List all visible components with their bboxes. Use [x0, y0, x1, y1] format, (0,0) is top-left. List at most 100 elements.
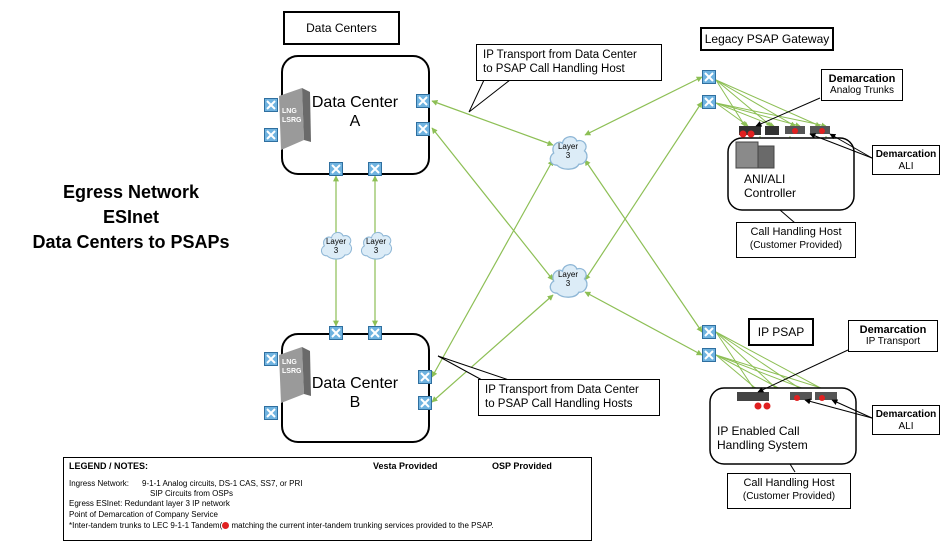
demarcation-points: [739, 128, 825, 410]
legend-row2: Egress ESInet: Redundant layer 3 IP netw…: [69, 499, 230, 508]
data-centers-header: Data Centers: [283, 11, 400, 45]
system-line: Handling System: [717, 438, 808, 452]
cloud-label: Layer 3: [361, 237, 391, 255]
demarcation-ali-legacy: Demarcation ALI: [872, 145, 940, 175]
port-icon: [702, 348, 716, 362]
title-line-2: ESInet: [102, 207, 159, 227]
port-icon: [264, 352, 278, 366]
callout-ip-transport-top: IP Transport from Data Center to PSAP Ca…: [476, 44, 662, 81]
cloud-label-line: Layer: [557, 270, 578, 279]
controller-icon: [757, 145, 775, 169]
cloud-label: Layer 3: [553, 270, 583, 288]
stack-top-label: LNG: [282, 359, 297, 366]
ip-psap-header: IP PSAP: [748, 318, 814, 346]
port-icon: [264, 406, 278, 420]
demarc-title: Demarcation: [859, 324, 927, 336]
host-line: Call Handling Host: [750, 226, 842, 238]
legend-col-osp: OSP Provided: [492, 461, 552, 471]
port-icon: [702, 325, 716, 339]
cloud-label-line: Layer: [557, 142, 578, 151]
data-center-a-label: Data Center A: [300, 93, 410, 131]
server-stack-icon: [279, 88, 311, 150]
ip-call-handling-host: Call Handling Host (Customer Provided): [727, 473, 851, 509]
port-icon: [418, 370, 432, 384]
legend-row3: Point of Demarcation of Company Service: [69, 510, 218, 519]
demarcation-arrows: [755, 97, 873, 473]
data-center-b-letter: B: [349, 394, 361, 411]
port-icon: [702, 95, 716, 109]
demarc-sub: Analog Trunks: [830, 85, 894, 96]
legend-row1-text: 9-1-1 Analog circuits, DS-1 CAS, SS7, or…: [142, 479, 303, 488]
legend-title: LEGEND / NOTES:: [69, 461, 149, 471]
legend-note-pre: *Inter-tandem trunks to LEC 9-1-1 Tandem…: [69, 521, 223, 530]
ip-call-handling-system-label: IP Enabled Call Handling System: [717, 424, 808, 452]
controller-icon: [735, 141, 759, 169]
cloud-label: Layer 3: [553, 142, 583, 160]
callout-pointers: [437, 79, 511, 381]
controller-line: Controller: [744, 186, 797, 200]
cloud-to-psap-links: [584, 76, 703, 356]
legend-col-vesta: Vesta Provided: [373, 461, 438, 471]
demarc-title: Demarcation: [875, 149, 937, 160]
port-icon: [264, 128, 278, 142]
ip-system-device: [737, 392, 769, 401]
data-center-a-letter: A: [349, 113, 361, 130]
host-line: (Customer Provided): [742, 491, 836, 502]
demarc-sub: IP Transport: [865, 336, 921, 347]
port-icon: [368, 162, 382, 176]
legend-row1-label: Ingress Network:: [69, 479, 130, 488]
data-center-b-name: Data Center: [311, 375, 399, 392]
callout-line: to PSAP Call Handling Hosts: [485, 398, 633, 410]
cloud-label-line: 3: [373, 246, 379, 255]
diagram-title: Egress Network ESInet Data Centers to PS…: [0, 180, 262, 255]
cloud-label-line: 3: [565, 279, 571, 288]
callout-line: IP Transport from Data Center: [483, 49, 637, 61]
callout-line: to PSAP Call Handling Host: [483, 63, 625, 75]
ali-device: [790, 392, 812, 400]
data-centers-header-text: Data Centers: [306, 21, 377, 35]
server-stack-icon: [279, 347, 311, 403]
host-line: (Customer Provided): [749, 240, 843, 251]
port-icon: [329, 326, 343, 340]
stack-bottom-label: LSRG: [282, 117, 302, 124]
demarc-sub: ALI: [898, 161, 914, 172]
controller-line: ANI/ALI: [744, 172, 786, 186]
port-icon: [329, 162, 343, 176]
ali-device: [815, 392, 837, 400]
callout-ip-transport-bottom: IP Transport from Data Center to PSAP Ca…: [478, 379, 660, 416]
demarc-sub: ALI: [898, 421, 914, 432]
data-center-b-label: Data Center B: [300, 374, 410, 412]
cloud-label-line: 3: [333, 246, 339, 255]
cloud-label-line: Layer: [365, 237, 386, 246]
title-line-1: Egress Network: [62, 182, 200, 202]
ani-ali-controller-label: ANI/ALI Controller: [744, 172, 796, 200]
legacy-psap-header-text: Legacy PSAP Gateway: [704, 32, 830, 46]
legend-note-post: matching the current inter-tandem trunki…: [229, 521, 494, 530]
data-center-b-stack-label: LNG LSRG: [282, 358, 301, 376]
callout-line: IP Transport from Data Center: [485, 384, 639, 396]
demarc-title: Demarcation: [875, 409, 937, 420]
data-center-a-stack-label: LNG LSRG: [282, 107, 301, 125]
legacy-psap-header: Legacy PSAP Gateway: [700, 27, 834, 51]
demarc-title: Demarcation: [828, 73, 896, 85]
legend-row1-text2: SIP Circuits from OSPs: [150, 489, 233, 498]
stack-top-label: LNG: [282, 108, 297, 115]
demarcation-analog-trunks: Demarcation Analog Trunks: [821, 69, 903, 101]
gateway-device: [739, 126, 761, 135]
ip-psap-links: [715, 331, 835, 394]
port-icon: [702, 70, 716, 84]
host-line: Call Handling Host: [743, 477, 835, 489]
demarcation-ip-transport: Demarcation IP Transport: [848, 320, 938, 352]
ip-psap-header-text: IP PSAP: [757, 325, 805, 339]
legend: LEGEND / NOTES: Vesta Provided OSP Provi…: [63, 457, 592, 541]
port-icon: [368, 326, 382, 340]
dc-to-cloud-links: [431, 100, 554, 403]
port-icon: [264, 98, 278, 112]
port-icon: [416, 122, 430, 136]
legacy-call-handling-host: Call Handling Host (Customer Provided): [736, 222, 856, 258]
legend-note: *Inter-tandem trunks to LEC 9-1-1 Tandem…: [69, 521, 494, 531]
stack-bottom-label: LSRG: [282, 368, 302, 375]
gateway-device: [765, 126, 779, 135]
cloud-label: Layer 3: [321, 237, 351, 255]
